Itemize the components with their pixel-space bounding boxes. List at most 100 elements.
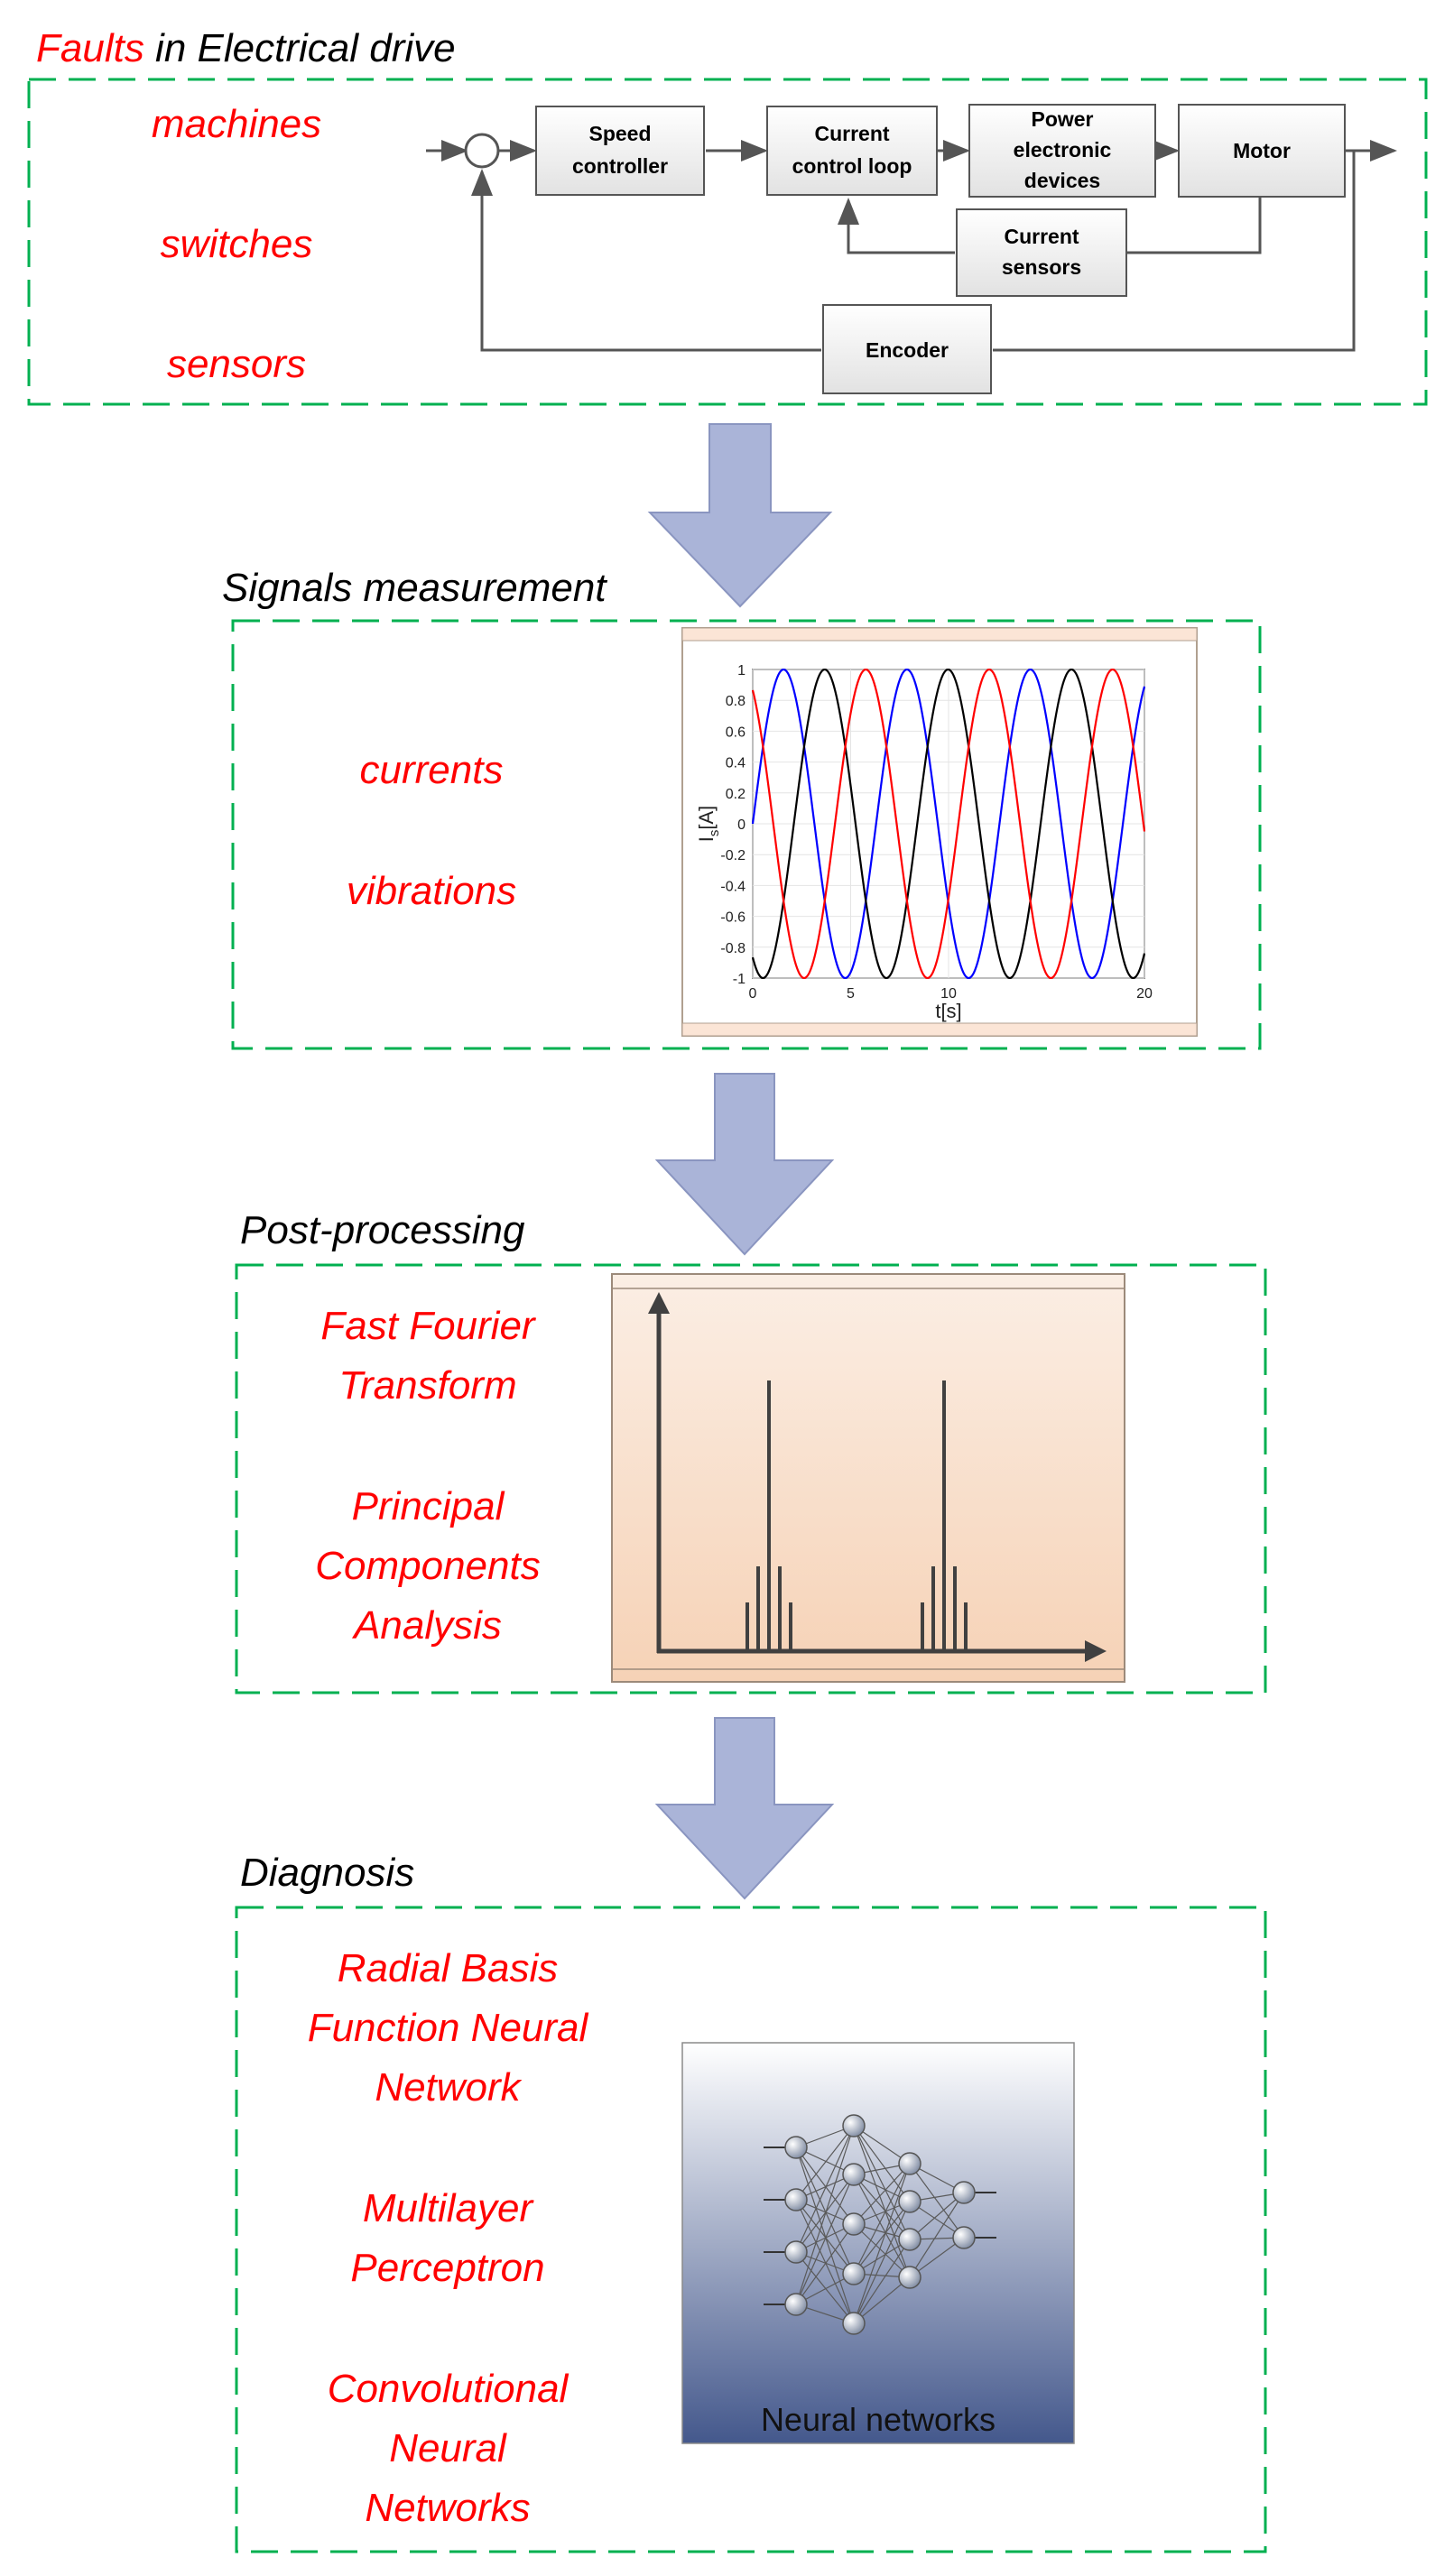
flow-arrow-2	[654, 1073, 835, 1256]
post-dashed-frame	[235, 1263, 1267, 1694]
chart-frame-top-bar	[681, 627, 1198, 642]
mlp-label-line-2: Perceptron	[350, 2246, 544, 2290]
mlp-label-line-1: Multilayer	[363, 2186, 535, 2230]
chart-series-line-1	[751, 668, 1146, 980]
nn-node	[898, 2152, 921, 2175]
chart-x-axis-label: t[s]	[935, 1000, 961, 1022]
fft-label-line-2: Transform	[338, 1363, 516, 1408]
nn-node	[842, 2312, 866, 2335]
chart-y-label-main: I	[695, 836, 718, 842]
nn-node	[952, 2226, 976, 2249]
nn-node	[784, 2240, 808, 2264]
fault-item-sensors: sensors	[167, 342, 306, 386]
motor-block: Motor	[1178, 104, 1346, 198]
fft-x-axis-arrowhead	[1085, 1640, 1107, 1662]
nn-connection	[909, 2192, 965, 2278]
cnn-label-line-1: Convolutional	[328, 2367, 570, 2411]
speed-controller-block: Speed controller	[535, 106, 705, 196]
down-arrow-icon	[654, 1717, 835, 1900]
chart-y-tick-label: 0.4	[726, 756, 746, 771]
motor-label: Motor	[1233, 139, 1291, 162]
power-label-1: Power	[1031, 107, 1093, 131]
power-label-3: devices	[1024, 169, 1100, 192]
rbf-label-line-1: Radial Basis	[338, 1946, 559, 1990]
current-sensors-block: Current sensors	[956, 208, 1127, 297]
nn-node	[842, 2212, 866, 2236]
nn-connection	[853, 2163, 911, 2275]
signal-item-currents: currents	[360, 748, 504, 792]
drive-dashed-frame	[27, 78, 1428, 406]
pca-label-line-2: Components	[315, 1544, 540, 1588]
chart-x-tick-label: 20	[1136, 986, 1153, 1002]
summing-junction	[464, 133, 500, 169]
nn-connection	[853, 2201, 911, 2275]
chart-y-tick-label: -1	[733, 972, 746, 987]
nn-connection	[853, 2223, 911, 2278]
nn-connection	[853, 2125, 911, 2240]
neural-network-illustration: Neural networks	[681, 2042, 1075, 2444]
fft-panel	[611, 1273, 1125, 1683]
drive-section: Faults in Electrical drive machines swit…	[27, 26, 1428, 406]
nn-connection	[853, 2125, 911, 2278]
nn-node	[842, 2262, 866, 2285]
chart-y-tick-label: 0	[737, 817, 746, 833]
nn-connection	[909, 2163, 965, 2239]
chart-frame-bottom-bar	[681, 1022, 1198, 1037]
chart-y-tick-label: 0.6	[726, 725, 746, 740]
nn-connection	[795, 2251, 855, 2324]
diagnosis-dashed-frame	[235, 1906, 1267, 2553]
chart-series-line-2	[751, 668, 1146, 980]
nn-connection	[853, 2201, 911, 2324]
fft-y-axis-arrowhead	[648, 1292, 670, 1314]
nn-node	[842, 2114, 866, 2137]
fft-spectrum-illustration	[611, 1273, 1125, 1683]
nn-connection	[853, 2163, 911, 2324]
chart-x-tick-label: 0	[749, 986, 757, 1002]
nn-connection	[853, 2276, 911, 2324]
chart-y-ticks: 10.80.60.40.20-0.2-0.4-0.6-0.8-1	[720, 663, 746, 987]
encoder-block: Encoder	[822, 304, 992, 394]
chart-y-label-sub: s	[707, 830, 722, 837]
drive-section-title: Faults in Electrical drive	[36, 26, 456, 70]
drive-title-rest: in Electrical drive	[144, 26, 456, 70]
nn-node	[952, 2181, 976, 2204]
nn-connection	[795, 2125, 855, 2253]
chart-y-tick-label: -0.6	[720, 910, 746, 926]
cnn-label-line-2: Neural	[389, 2426, 507, 2470]
chart-y-tick-label: 1	[737, 663, 746, 679]
rbf-label-line-2: Function Neural	[308, 2006, 589, 2050]
rbf-label-line-3: Network	[375, 2065, 522, 2110]
flow-arrow-1	[647, 423, 833, 608]
motor-to-sensors-line	[1126, 197, 1262, 254]
chart-y-label-unit: [A]	[695, 806, 718, 830]
sensors-to-loop-line	[838, 198, 955, 254]
down-arrow-icon	[654, 1073, 835, 1256]
chart-series-group	[751, 668, 1146, 980]
encoder-label: Encoder	[866, 338, 949, 362]
cnn-label-line-3: Networks	[365, 2486, 530, 2530]
nn-node	[784, 2188, 808, 2211]
sensors-label-2: sensors	[1002, 255, 1081, 279]
encoder-to-sum-line	[471, 169, 821, 352]
chart-grid	[752, 669, 1145, 979]
current-control-loop-block: Current control loop	[766, 106, 938, 196]
pca-label-line-1: Principal	[352, 1484, 505, 1528]
svg-text:Is[A]: Is[A]	[695, 806, 722, 843]
chart-y-tick-label: -0.8	[720, 941, 746, 956]
signals-section: Signals measurement currents vibrations …	[222, 566, 1262, 1050]
nn-connection	[795, 2147, 855, 2225]
speed-controller-label-2: controller	[572, 154, 668, 178]
current-loop-label-1: Current	[814, 122, 889, 145]
flow-arrow-3	[654, 1717, 835, 1900]
chart-y-tick-label: 0.8	[726, 694, 746, 709]
fault-item-switches: switches	[161, 222, 313, 266]
drive-block-diagram	[426, 133, 1397, 352]
chart-y-tick-label: 0.2	[726, 787, 746, 802]
power-electronic-devices-block: Power electronic devices	[968, 104, 1156, 198]
nn-connection	[795, 2199, 855, 2324]
chart-y-axis-label: Is[A]	[695, 806, 722, 843]
nn-connection	[909, 2192, 965, 2240]
nn-node	[898, 2266, 921, 2289]
